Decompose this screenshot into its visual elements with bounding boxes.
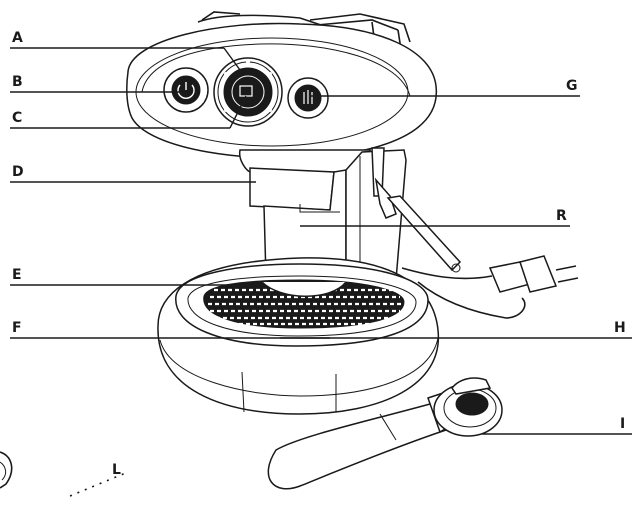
steam-wand [371,147,462,273]
label-l: L [112,462,121,478]
label-h: H [614,320,626,336]
leader-a-tail [223,47,241,71]
cup-accessory [0,451,129,497]
label-a: A [12,30,23,46]
leader-c-tail [229,95,247,129]
portafilter [267,377,503,490]
label-c: C [12,110,22,126]
label-r: R [556,208,567,224]
label-g: G [566,78,578,94]
label-i: I [620,416,625,432]
selector-dial [213,57,283,127]
power-button [163,67,209,113]
label-f: F [12,320,22,336]
label-b: B [12,74,23,90]
steam-button [287,77,329,119]
callout-labels: A B C D E F G H I L R [12,30,626,478]
label-d: D [12,164,24,180]
power-cord [401,255,579,319]
label-e: E [12,267,22,283]
drip-grid [203,279,405,329]
leader-lines [10,47,632,435]
